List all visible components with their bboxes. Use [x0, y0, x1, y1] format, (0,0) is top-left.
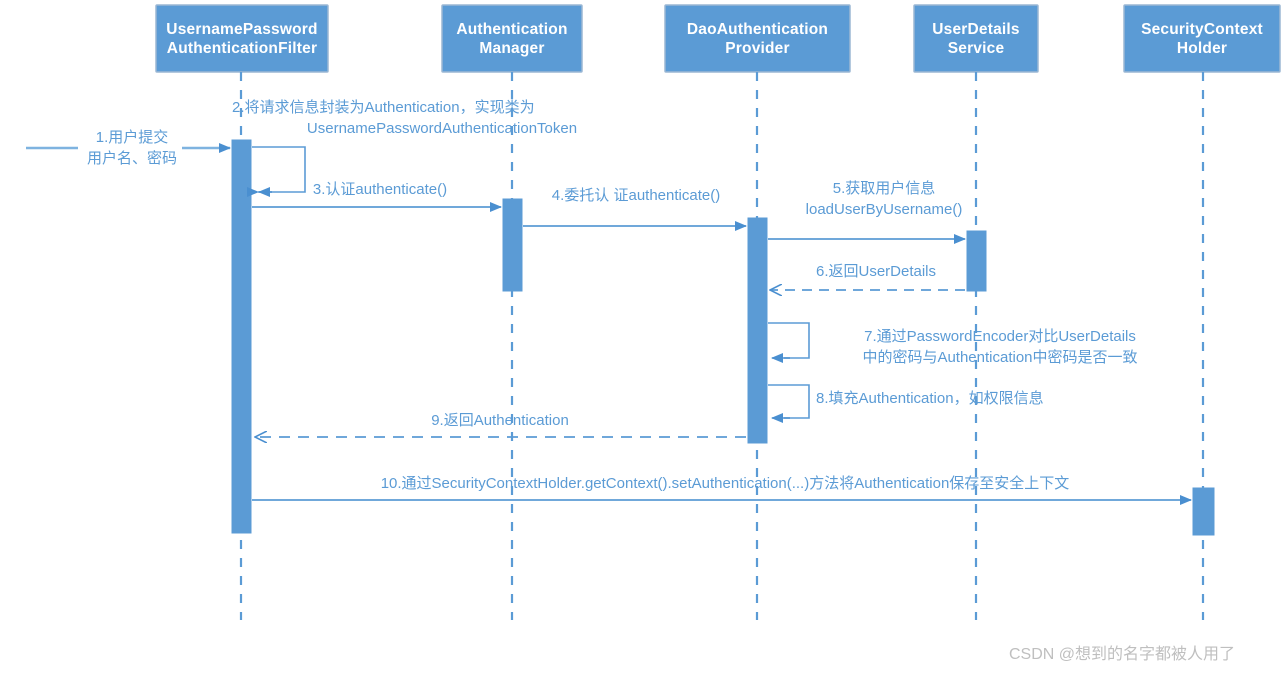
message-arrow-7[interactable] [768, 322, 810, 363]
participant-box-manager[interactable] [441, 4, 583, 73]
activation-bar-provider [747, 217, 768, 444]
csdn-watermark: CSDN @想到的名字都被人用了 [1009, 646, 1236, 663]
participant-box-context[interactable] [1123, 4, 1281, 73]
activation-bar-filter [231, 139, 252, 534]
activation-bars [231, 139, 1215, 536]
participant-box-userdetails[interactable] [913, 4, 1039, 73]
message-arrow-8[interactable] [768, 384, 810, 423]
participant-boxes [155, 4, 1281, 73]
message-arrow-2[interactable] [252, 146, 306, 197]
activation-bar-manager [502, 198, 523, 292]
participant-box-filter[interactable] [155, 4, 329, 73]
activation-bar-userdetails [966, 230, 987, 292]
lifelines [239, 72, 1205, 620]
activation-bar-context [1192, 487, 1215, 536]
participant-box-provider[interactable] [664, 4, 851, 73]
